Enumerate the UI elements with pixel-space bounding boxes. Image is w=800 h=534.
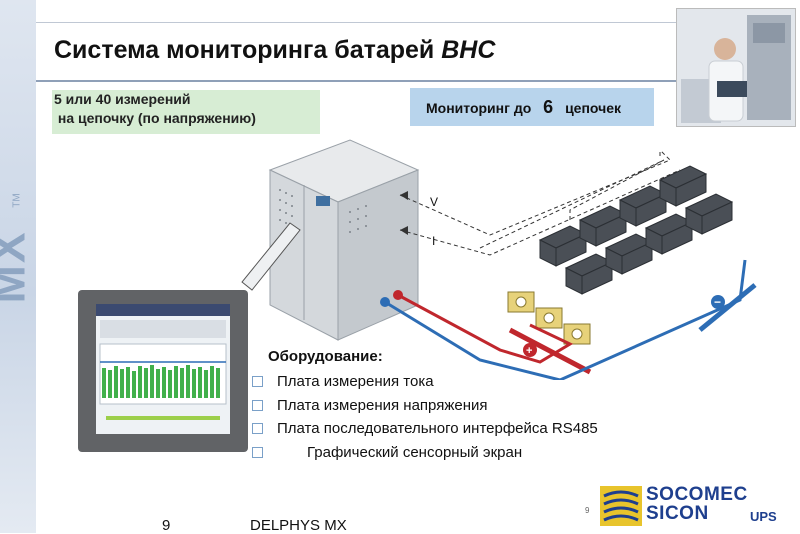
socomec-sicon-logo: SOCOMEC SICON UPS xyxy=(600,484,790,528)
monitoring-suffix: цепочек xyxy=(561,100,622,116)
top-signal-rail xyxy=(479,159,665,249)
brand-line-1: SOCOMEC xyxy=(646,484,748,505)
battery-strings xyxy=(538,165,734,295)
arrow-i xyxy=(400,226,408,235)
cabinet-plus-terminal xyxy=(393,290,403,300)
equipment-list: Плата измерения тока Плата измерения нап… xyxy=(252,370,598,464)
slide-number: 9 xyxy=(162,517,171,534)
current-signal-line xyxy=(399,169,681,256)
measurements-note: 5 или 40 измерений на цепочку (по напряж… xyxy=(52,90,320,134)
top-rule xyxy=(36,22,676,23)
measurements-line-1: 5 или 40 измерений xyxy=(54,91,191,107)
negative-busbar xyxy=(698,283,757,332)
checkbox-bullet-icon xyxy=(252,446,263,458)
monitoring-text: Мониторинг до 6 цепочек xyxy=(410,97,622,117)
sidebar-logo: MX xyxy=(0,230,35,304)
checkbox-bullet-icon xyxy=(252,399,263,411)
list-item: Плата измерения напряжения xyxy=(252,394,598,418)
footer-product-name: DELPHYS MX xyxy=(250,517,347,534)
touch-screen-graph xyxy=(96,304,230,420)
screen-pointer xyxy=(241,222,301,291)
operator-photo-illustration xyxy=(677,9,795,126)
current-sensors xyxy=(507,291,591,345)
equipment-item-label: Плата измерения напряжения xyxy=(277,396,488,414)
measurements-line-2: на цепочку (по напряжению) xyxy=(54,110,256,126)
operator-photo xyxy=(676,8,796,127)
positive-cable xyxy=(397,293,574,364)
checkbox-bullet-icon xyxy=(252,423,263,435)
title-product-code: BHC xyxy=(441,36,496,64)
label-i: I xyxy=(432,234,435,248)
system-diagram: V I xyxy=(241,139,757,380)
voltage-signal-line xyxy=(399,149,671,236)
monitoring-prefix: Мониторинг до xyxy=(426,100,536,116)
negative-cable xyxy=(384,259,747,380)
plus-sign: + xyxy=(526,345,532,357)
label-v: V xyxy=(430,195,438,209)
title-text: Система мониторинга батарей xyxy=(54,36,442,64)
monitoring-count: 6 xyxy=(543,97,554,117)
brand-suffix: UPS xyxy=(750,509,777,524)
minus-sign: − xyxy=(714,295,721,309)
brand-mark-icon xyxy=(600,486,642,526)
plus-badge xyxy=(523,343,537,357)
title-underline xyxy=(36,80,676,82)
sidebar-band: TM MX xyxy=(0,0,36,533)
slide-title: Система мониторинга батарей BHC xyxy=(54,36,495,65)
touch-screen-display xyxy=(96,304,230,434)
checkbox-bullet-icon xyxy=(252,376,263,388)
monitoring-note: Мониторинг до 6 цепочек xyxy=(410,88,654,126)
cabinet-minus-terminal xyxy=(380,297,390,307)
list-item: Графический сенсорный экран xyxy=(252,441,598,465)
brand-line-2: SICON xyxy=(646,503,709,524)
touch-screen-device xyxy=(78,290,248,452)
small-page-number: 9 xyxy=(585,506,590,515)
list-item: Плата последовательного интерфейса RS485 xyxy=(252,417,598,441)
equipment-item-label: Плата измерения тока xyxy=(277,373,434,390)
list-item: Плата измерения тока xyxy=(252,370,598,394)
positive-busbar xyxy=(508,327,592,375)
equipment-heading: Оборудование: xyxy=(268,348,383,365)
equipment-item-label: Плата последовательного интерфейса RS485 xyxy=(277,420,598,437)
arrow-v xyxy=(400,191,408,200)
minus-badge xyxy=(711,295,725,309)
current-signal-line-2 xyxy=(569,159,665,220)
equipment-item-label: Графический сенсорный экран xyxy=(307,443,523,461)
trademark-mark: TM xyxy=(11,193,23,208)
